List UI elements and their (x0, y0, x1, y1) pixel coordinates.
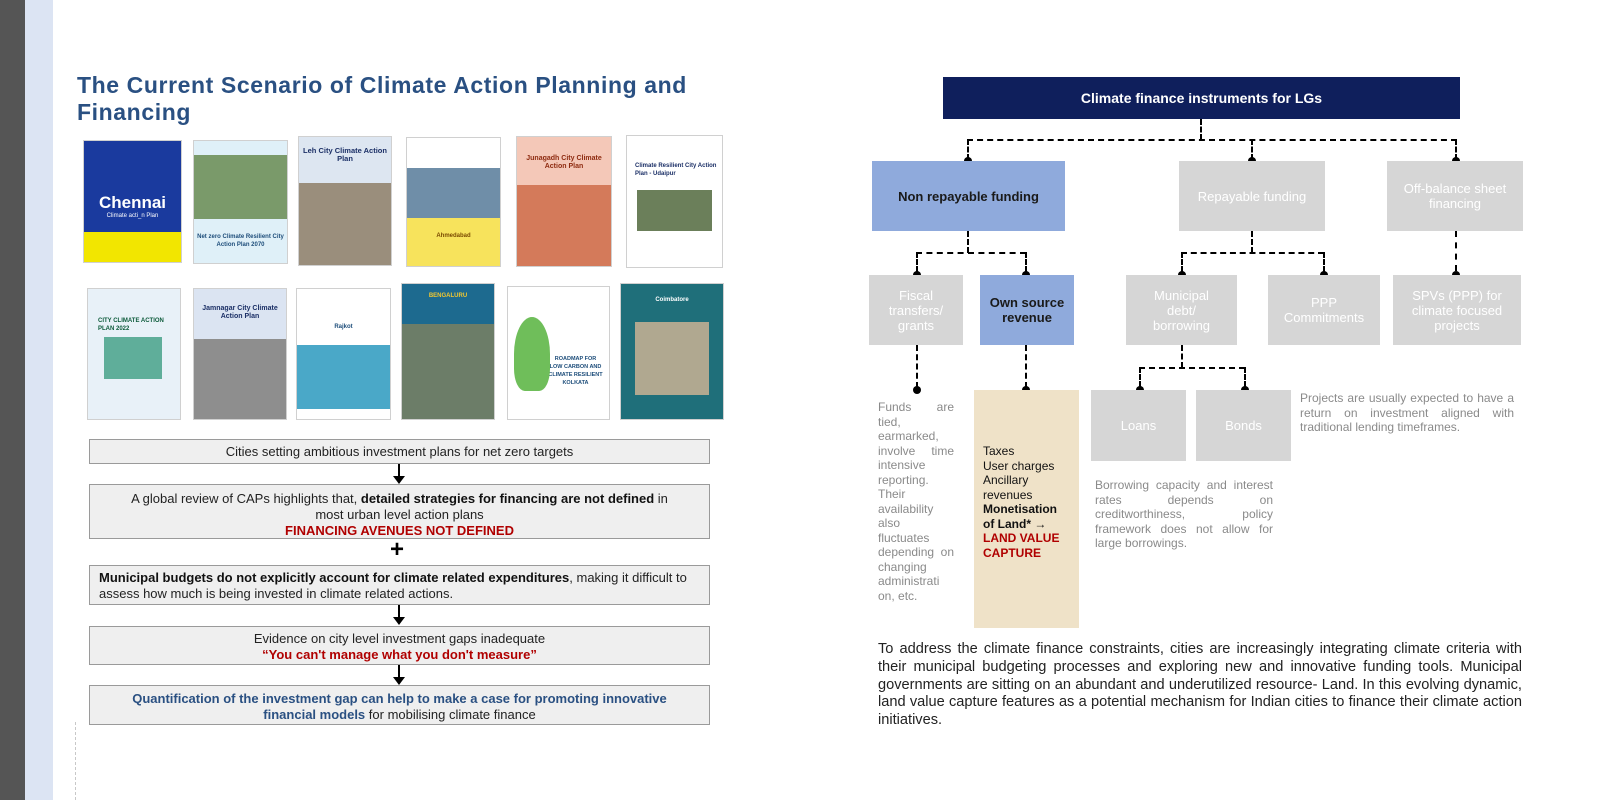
node-spv: SPVs (PPP) for climate focused projects (1393, 275, 1521, 345)
flow-text: Evidence on city level investment gaps i… (254, 631, 545, 646)
connector (967, 139, 1457, 141)
cover-title: Jamnagar City Climate Action Plan (194, 289, 286, 339)
flow-box-quantification: Quantification of the investment gap can… (89, 685, 710, 725)
diagram-root: Climate finance instruments for LGs (943, 77, 1460, 119)
cover-band (84, 232, 181, 262)
node-municipal-debt: Municipal debt/ borrowing (1126, 275, 1237, 345)
cover-title: Net zero Climate Resilient City Action P… (194, 223, 287, 264)
conclusion-text: To address the climate finance constrain… (878, 641, 1522, 730)
own-item: Taxes (983, 444, 1071, 459)
own-red: LAND VALUE CAPTURE (983, 531, 1071, 560)
cover-photo (635, 322, 709, 395)
cover-photo (637, 190, 712, 231)
connector (916, 252, 1026, 254)
plus-icon: + (390, 538, 404, 562)
node-bonds: Bonds (1196, 390, 1291, 461)
flow-box-investment-plans: Cities setting ambitious investment plan… (89, 439, 710, 464)
flow-arrow (398, 605, 400, 623)
cover-photo (407, 168, 500, 218)
own-item: Ancillary revenues (983, 473, 1071, 502)
flow-box-evidence: Evidence on city level investment gaps i… (89, 626, 710, 665)
fiscal-note: Funds are tied, earmarked, involve time … (878, 400, 954, 603)
cover-city-cap-2022: CITY CLIMATE ACTION PLAN 2022 (87, 288, 181, 420)
connector (1323, 252, 1325, 272)
sidebar-dark-strip (0, 0, 25, 800)
connector (1025, 345, 1027, 388)
cover-title: Coimbatore (621, 284, 723, 322)
connector (916, 252, 918, 272)
cover-leh: Leh City Climate Action Plan (298, 136, 392, 266)
cover-title: Leh City Climate Action Plan (299, 137, 391, 183)
connector (1139, 367, 1141, 387)
cover-udaipur: Climate Resilient City Action Plan - Uda… (626, 135, 723, 268)
flow-arrow (398, 665, 400, 683)
cover-ahmedabad: Ahmedabad (406, 137, 501, 267)
cover-title: Chennai (84, 193, 181, 213)
flow-text: A global review of CAPs highlights that, (131, 491, 361, 506)
cover-bengaluru: BENGALURU (401, 283, 495, 420)
node-repayable: Repayable funding (1179, 161, 1325, 231)
flow-text: Cities setting ambitious investment plan… (226, 444, 574, 459)
cover-kolkata: ROADMAP FOR LOW CARBON AND CLIMATE RESIL… (507, 286, 610, 420)
cover-title: ROADMAP FOR LOW CARBON AND CLIMATE RESIL… (548, 337, 603, 381)
own-source-detail: Taxes User charges Ancillary revenues Mo… (974, 390, 1079, 628)
cover-title: Ahmedabad (407, 222, 500, 266)
cover-junagadh: Junagadh City Climate Action Plan (516, 136, 612, 267)
connector (967, 231, 969, 253)
cover-chennai: Chennai Climate acti_n Plan (83, 140, 182, 263)
connector-dot (913, 386, 921, 394)
cover-coimbatore: Coimbatore (620, 283, 724, 420)
connector (1251, 231, 1253, 253)
cover-subtitle: Climate acti_n Plan (84, 213, 181, 219)
cover-siliguri: Net zero Climate Resilient City Action P… (193, 140, 288, 264)
connector (1181, 252, 1324, 254)
node-ppp: PPP Commitments (1268, 275, 1380, 345)
connector (916, 345, 918, 388)
node-off-balance: Off-balance sheet financing (1387, 161, 1523, 231)
cover-title: Junagadh City Climate Action Plan (517, 137, 611, 185)
guide-line (75, 722, 76, 800)
cover-photo (297, 345, 390, 409)
flow-bold: detailed strategies for financing are no… (361, 491, 654, 506)
flow-box-municipal-budgets: Municipal budgets do not explicitly acco… (89, 565, 710, 605)
connector (1200, 119, 1202, 140)
own-item: User charges (983, 459, 1071, 474)
node-non-repayable: Non repayable funding (872, 161, 1065, 231)
node-own-source: Own source revenue (980, 275, 1074, 345)
node-loans: Loans (1091, 390, 1186, 461)
own-bold: Monetisation of Land* → (983, 502, 1071, 531)
connector (1455, 231, 1457, 271)
page-title: The Current Scenario of Climate Action P… (77, 72, 707, 126)
cover-title: BENGALURU (402, 284, 494, 324)
cover-graphic (104, 337, 162, 379)
connector (1025, 252, 1027, 272)
sidebar-light-strip (25, 0, 53, 800)
node-fiscal-transfers: Fiscal transfers/ grants (869, 275, 963, 345)
cover-rajkot: Rajkot (296, 288, 391, 420)
connector (1181, 252, 1183, 272)
flow-text: for mobilising climate finance (365, 707, 536, 722)
cover-tree (514, 317, 550, 391)
connector (1139, 367, 1245, 369)
cover-photo (194, 155, 287, 219)
connector (1181, 345, 1183, 368)
cover-title: Climate Resilient City Action Plan - Uda… (627, 136, 722, 180)
borrow-note: Borrowing capacity and interest rates de… (1095, 478, 1273, 551)
flow-arrow (398, 464, 400, 482)
connector (1244, 367, 1246, 387)
flow-box-global-review: A global review of CAPs highlights that,… (89, 484, 710, 539)
cover-jamnagar: Jamnagar City Climate Action Plan (193, 288, 287, 420)
projects-note: Projects are usually expected to have a … (1300, 391, 1514, 435)
flow-red: “You can't manage what you don't measure… (262, 647, 537, 662)
flow-bold: Municipal budgets do not explicitly acco… (99, 570, 569, 585)
